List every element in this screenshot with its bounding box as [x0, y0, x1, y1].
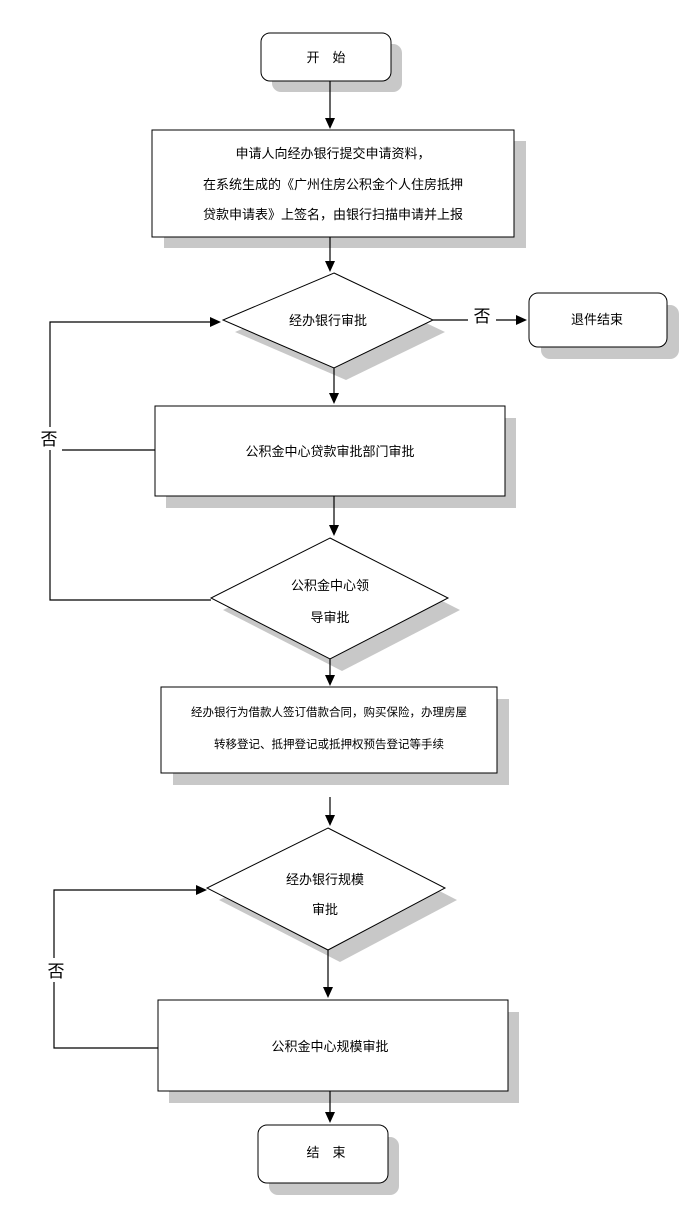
center-scale-label: 公积金中心规模审批: [271, 1039, 388, 1055]
leader-node: 公积金中心领 导审批: [209, 537, 460, 671]
center-dept-label: 公积金中心贷款审批部门审批: [245, 444, 414, 460]
return-end-node: 退件结束: [528, 292, 679, 359]
apply-line-1: 申请人向经办银行提交申请资料，: [235, 146, 430, 162]
edge-bank-return: [433, 315, 527, 325]
start-node: 开 始: [260, 32, 402, 92]
leader-line-2: 导审批: [310, 611, 349, 626]
edge-leader-loop: [49, 317, 221, 601]
bank-scale-node: 经办银行规模 审批: [205, 827, 457, 962]
edge-apply-bank: [325, 237, 335, 272]
bank-approval-node: 经办银行审批: [221, 272, 445, 380]
edge-label-no-loop2: 否: [48, 962, 65, 982]
contract-line-1: 经办银行为借款人签订借款合同，购买保险，办理房屋: [191, 705, 467, 719]
edge-bank-center: [329, 368, 339, 404]
edge-contract-scale: [325, 797, 335, 826]
center-scale-node: 公积金中心规模审批: [157, 999, 519, 1103]
edge-leader-contract: [325, 659, 335, 686]
bank-scale-line-1: 经办银行规模: [286, 873, 364, 888]
bank-approval-label: 经办银行审批: [289, 314, 367, 329]
contract-node: 经办银行为借款人签订借款合同，购买保险，办理房屋 转移登记、抵押登记或抵押权预告…: [160, 686, 509, 785]
edge-label-no-bank: 否: [474, 307, 491, 327]
bank-scale-line-2: 审批: [312, 903, 338, 918]
apply-line-3: 贷款申请表》上签名，由银行扫描申请并上报: [203, 207, 463, 223]
end-node: 结 束: [257, 1124, 399, 1195]
contract-line-2: 转移登记、抵押登记或抵押权预告登记等手续: [214, 737, 444, 751]
edge-start-apply: [325, 81, 335, 129]
edge-label-no-loop1: 否: [41, 430, 58, 450]
edge-center-end: [325, 1091, 335, 1123]
return-end-label: 退件结束: [571, 313, 623, 328]
leader-line-1: 公积金中心领: [291, 578, 369, 594]
edge-scale-center: [323, 950, 333, 998]
edge-scale-loop: [53, 885, 207, 1049]
end-label: 结 束: [306, 1146, 345, 1161]
start-label: 开 始: [306, 51, 345, 66]
apply-line-2: 在系统生成的《广州住房公积金个人住房抵押: [203, 177, 463, 193]
apply-node: 申请人向经办银行提交申请资料， 在系统生成的《广州住房公积金个人住房抵押 贷款申…: [151, 129, 526, 248]
edge-center-leader: [329, 496, 339, 536]
center-dept-node: 公积金中心贷款审批部门审批: [154, 405, 516, 508]
